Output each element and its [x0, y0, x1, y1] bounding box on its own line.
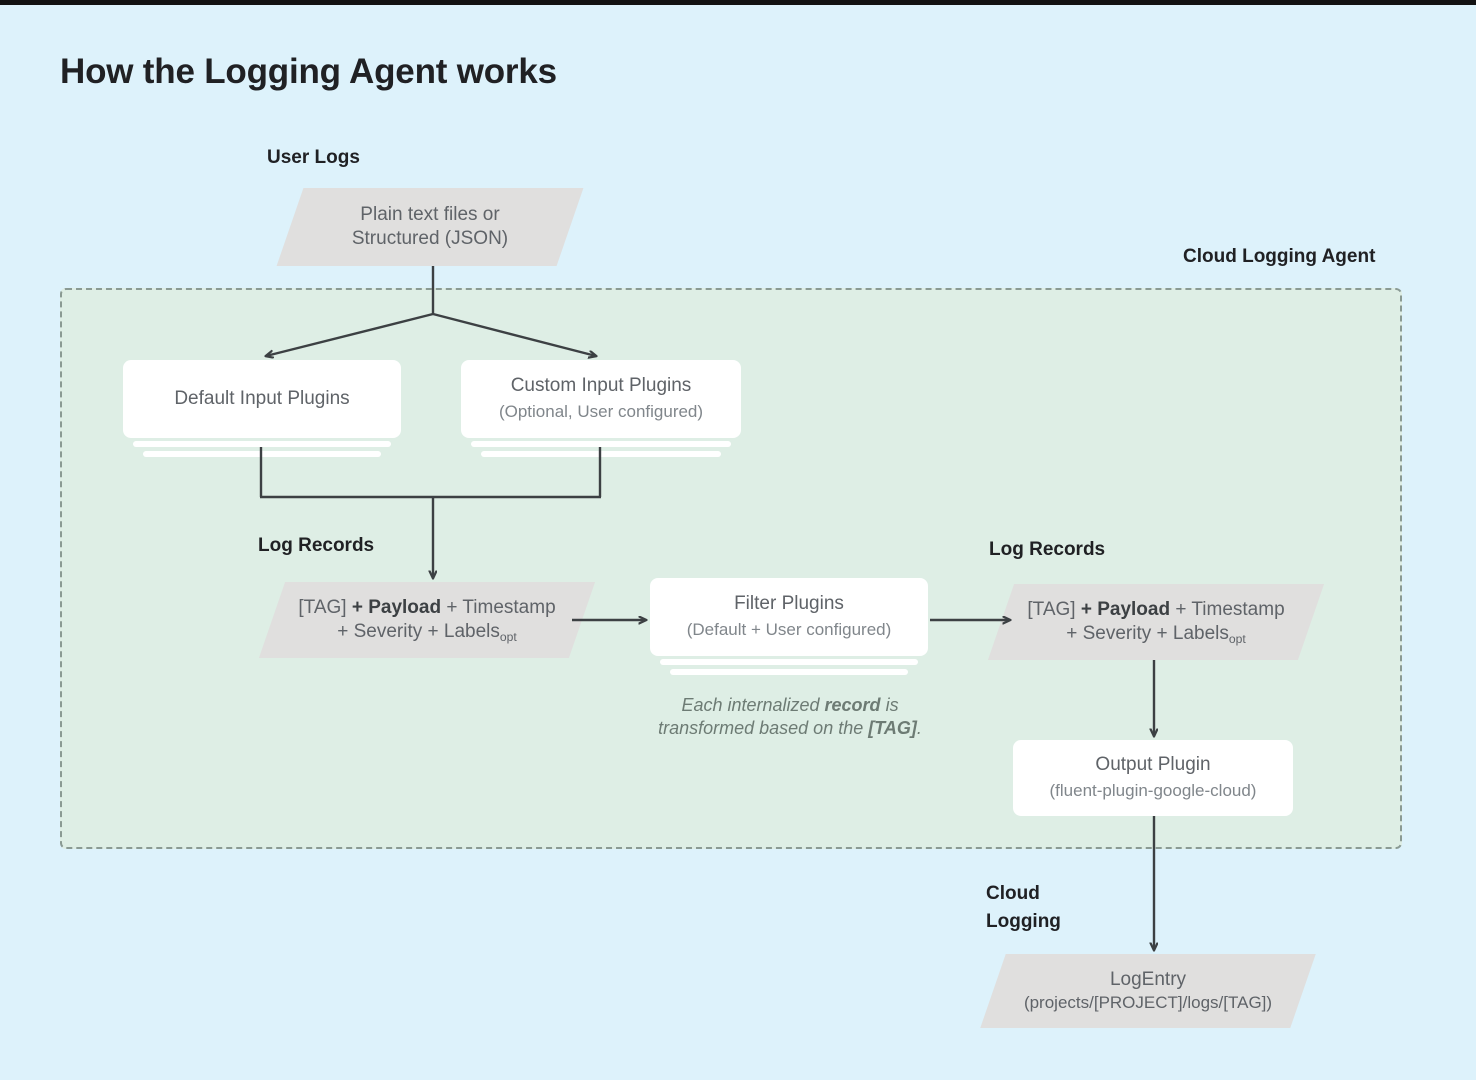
section-label-user-logs: User Logs — [267, 147, 360, 168]
node-log-record-right: [TAG] + Payload + Timestamp + Severity +… — [987, 584, 1325, 660]
default-input-plugins-title: Default Input Plugins — [174, 387, 350, 409]
custom-input-plugins-stack-line-2 — [481, 451, 721, 457]
section-label-log-records-right: Log Records — [989, 539, 1106, 560]
node-log-record-left: [TAG] + Payload + Timestamp + Severity +… — [258, 582, 596, 658]
user-logs-source-line2: Structured (JSON) — [351, 228, 509, 249]
node-default-input-plugins[interactable]: Default Input Plugins — [123, 360, 401, 438]
section-label-cloud-logging-agent: Cloud Logging Agent — [1183, 246, 1376, 267]
default-input-plugins-stack-line-1 — [133, 441, 391, 447]
custom-input-plugins-subtitle: (Optional, User configured) — [498, 401, 704, 421]
node-user-logs-source: Plain text files or Structured (JSON) — [276, 188, 584, 266]
log-record-right-line2: + Severity + Labelsopt — [1066, 623, 1246, 646]
log-record-left-line1: [TAG] + Payload + Timestamp — [298, 596, 556, 618]
custom-input-plugins-title: Custom Input Plugins — [510, 375, 692, 397]
filter-plugins-title: Filter Plugins — [734, 593, 844, 615]
user-logs-source-line1: Plain text files or — [360, 203, 500, 225]
custom-input-plugins-stack-line-1 — [471, 441, 731, 447]
log-record-left-line2: + Severity + Labelsopt — [337, 621, 517, 644]
cloud-logging-label-line1: Cloud — [986, 883, 1040, 904]
log-entry-subtitle: (projects/[PROJECT]/logs/[TAG]) — [1023, 993, 1273, 1013]
log-entry-title: LogEntry — [1109, 968, 1187, 990]
output-plugin-subtitle: (fluent-plugin-google-cloud) — [1049, 780, 1257, 800]
log-record-right-line1: [TAG] + Payload + Timestamp — [1027, 598, 1285, 620]
cloud-logging-label-line2: Logging — [986, 910, 1061, 932]
page-title: How the Logging Agent works — [60, 52, 557, 91]
transform-note-line1: Each internalized record is — [681, 695, 899, 715]
section-label-log-records-left: Log Records — [258, 535, 375, 556]
transform-note: Each internalized record is transformed … — [640, 694, 940, 741]
node-log-entry: LogEntry (projects/[PROJECT]/logs/[TAG]) — [980, 954, 1316, 1028]
filter-plugins-subtitle: (Default + User configured) — [686, 619, 892, 639]
filter-plugins-stack-line-1 — [660, 659, 918, 665]
node-custom-input-plugins[interactable]: Custom Input Plugins (Optional, User con… — [461, 360, 741, 438]
transform-note-line2: transformed based on the [TAG]. — [658, 718, 922, 739]
node-output-plugin[interactable]: Output Plugin (fluent-plugin-google-clou… — [1013, 740, 1293, 816]
output-plugin-title: Output Plugin — [1095, 754, 1211, 776]
top-edge-strip — [0, 0, 1476, 5]
default-input-plugins-stack-line-2 — [143, 451, 381, 457]
node-filter-plugins[interactable]: Filter Plugins (Default + User configure… — [650, 578, 928, 656]
filter-plugins-stack-line-2 — [670, 669, 908, 675]
section-label-cloud-logging: Cloud Logging — [986, 880, 1061, 935]
